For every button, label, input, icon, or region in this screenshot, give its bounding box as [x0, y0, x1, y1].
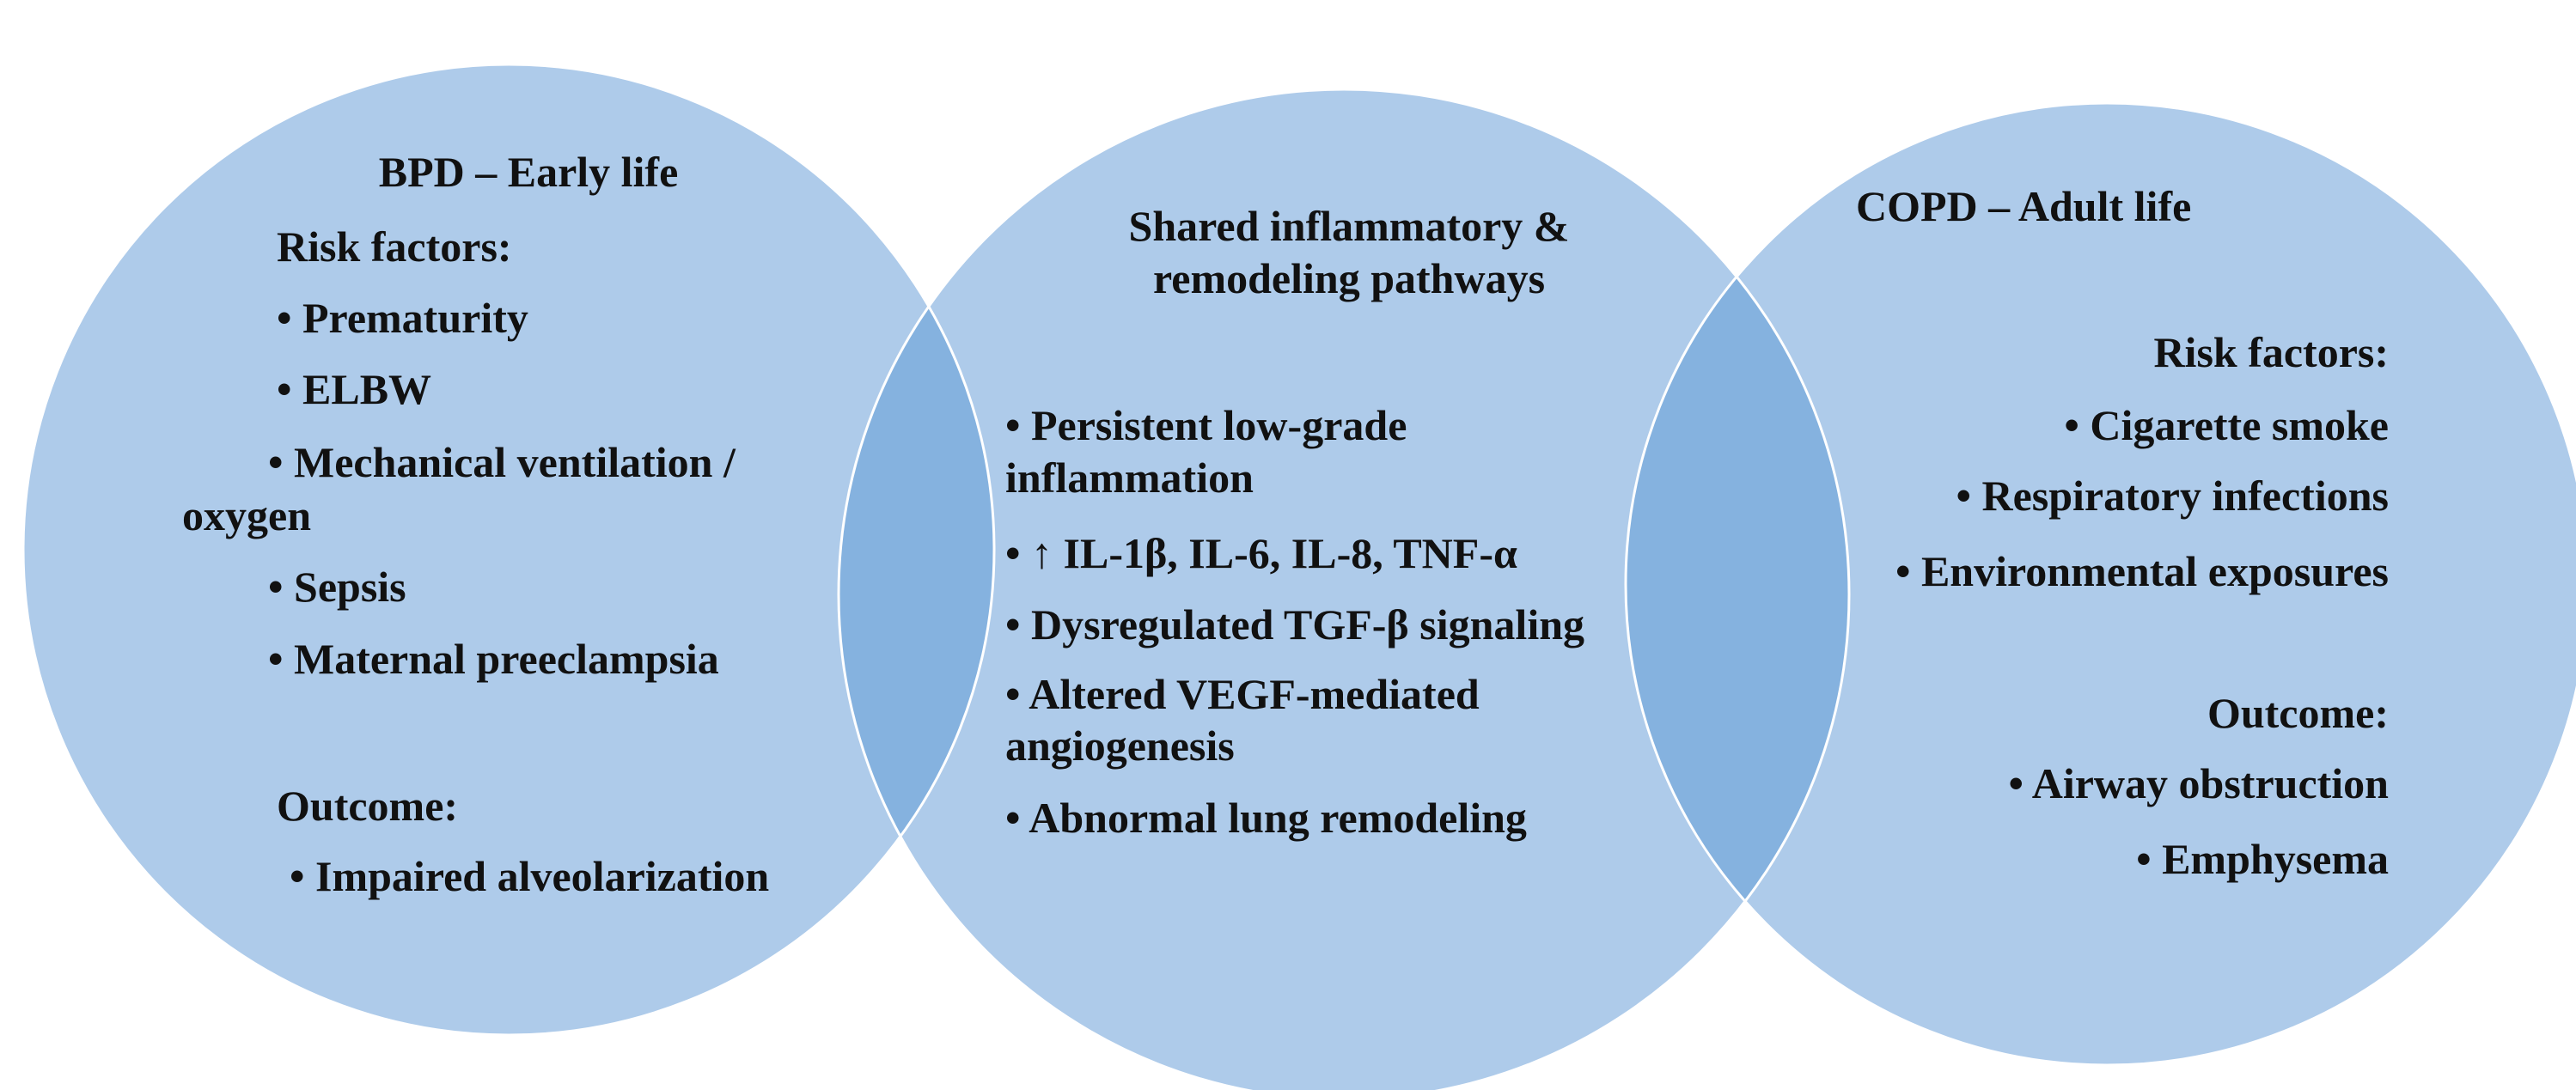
copd-risk-item: • Respiratory infections	[1956, 472, 2389, 520]
shared-title-line2: remodeling pathways	[1152, 254, 1546, 302]
copd-title: COPD – Adult life	[1856, 182, 2192, 230]
copd-risk-heading: Risk factors:	[2153, 328, 2389, 376]
bpd-risk-item: • ELBW	[277, 365, 432, 413]
shared-title-line1: Shared inflammatory &	[1128, 202, 1570, 250]
bpd-risk-item: oxygen	[182, 491, 311, 539]
outline-bpd	[21, 63, 996, 1037]
shared-item: • ↑ IL-1β, IL-6, IL-8, TNF-α	[1005, 529, 1517, 577]
shared-item: • Abnormal lung remodeling	[1005, 794, 1527, 842]
bpd-risk-item: • Mechanical ventilation /	[268, 438, 736, 486]
bpd-title: BPD – Early life	[378, 148, 679, 196]
circle-shared	[839, 89, 1849, 1090]
outline-shared	[837, 88, 1851, 1090]
shared-item: inflammation	[1005, 454, 1254, 502]
bpd-risk-item: • Maternal preeclampsia	[268, 635, 719, 683]
copd-outcome-heading: Outcome:	[2207, 689, 2389, 737]
bpd-outcome-heading: Outcome:	[277, 782, 459, 830]
copd-outcome-item: • Emphysema	[2136, 835, 2389, 883]
copd-risk-item: • Environmental exposures	[1895, 547, 2389, 595]
bpd-risk-heading: Risk factors:	[277, 222, 512, 271]
shared-item: • Persistent low-grade	[1005, 401, 1407, 449]
circle-bpd	[23, 64, 994, 1035]
bpd-risk-item: • Sepsis	[268, 563, 406, 611]
circle-copd	[1626, 103, 2576, 1065]
outline-copd	[1624, 101, 2576, 1067]
shared-item: angiogenesis	[1005, 722, 1235, 770]
shared-item: • Dysregulated TGF-β signaling	[1005, 600, 1585, 649]
bpd-risk-item: • Prematurity	[277, 294, 528, 342]
bpd-outcome-item: • Impaired alveolarization	[290, 852, 770, 900]
shared-item: • Altered VEGF-mediated	[1005, 670, 1480, 718]
copd-risk-item: • Cigarette smoke	[2064, 401, 2389, 449]
copd-outcome-item: • Airway obstruction	[2008, 759, 2389, 807]
